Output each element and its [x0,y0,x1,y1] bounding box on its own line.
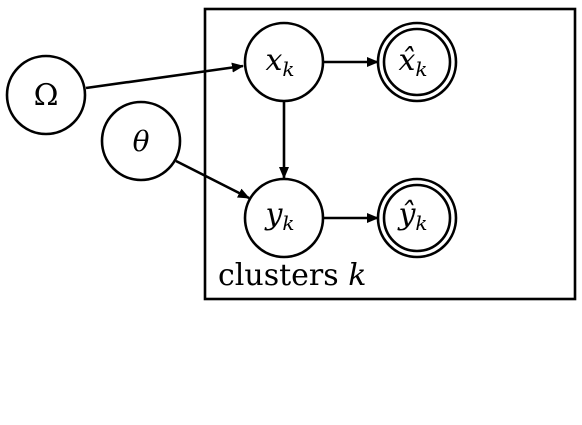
node-y-k-label: yk [263,197,294,235]
node-theta: θ [100,100,182,182]
node-y-hat-k-label: ŷk [396,197,427,235]
node-x-k: xk [243,21,325,103]
node-omega-circle [5,54,87,136]
node-x-hat-k-subscript: k [415,57,427,81]
node-x-hat-k-symbol: x̂ [398,43,415,78]
node-x-hat-k-label: x̂k [398,43,427,81]
plate-label: clusters k [218,258,366,293]
node-theta-label: θ [133,125,150,158]
node-y-hat-k-inner-circle [382,183,452,253]
node-x-k-circle [243,21,325,103]
node-y-k: yk [243,177,325,259]
node-theta-circle [100,100,182,182]
node-y-k-symbol: y [263,197,283,232]
node-omega: Ω [5,54,87,136]
node-x-k-symbol: x [265,43,282,78]
node-y-hat-k: ŷk [376,177,458,259]
node-y-hat-k-symbol: ŷ [396,197,416,232]
edge-omega-to-x-k [85,62,244,90]
node-y-hat-k-subscript: k [415,211,427,235]
plate-label-var: k [348,258,366,293]
node-x-hat-k: x̂k [376,21,458,103]
node-y-k-circle [243,177,325,259]
node-x-k-label: xk [265,43,294,81]
node-x-hat-k-inner-circle [382,27,452,97]
plate-clusters [203,7,577,301]
node-x-k-subscript: k [282,57,294,81]
node-y-k-subscript: k [282,211,294,235]
plate-label-text: clusters [218,258,339,293]
edge-theta-to-y-k [175,159,250,200]
node-omega-label: Ω [34,78,59,113]
